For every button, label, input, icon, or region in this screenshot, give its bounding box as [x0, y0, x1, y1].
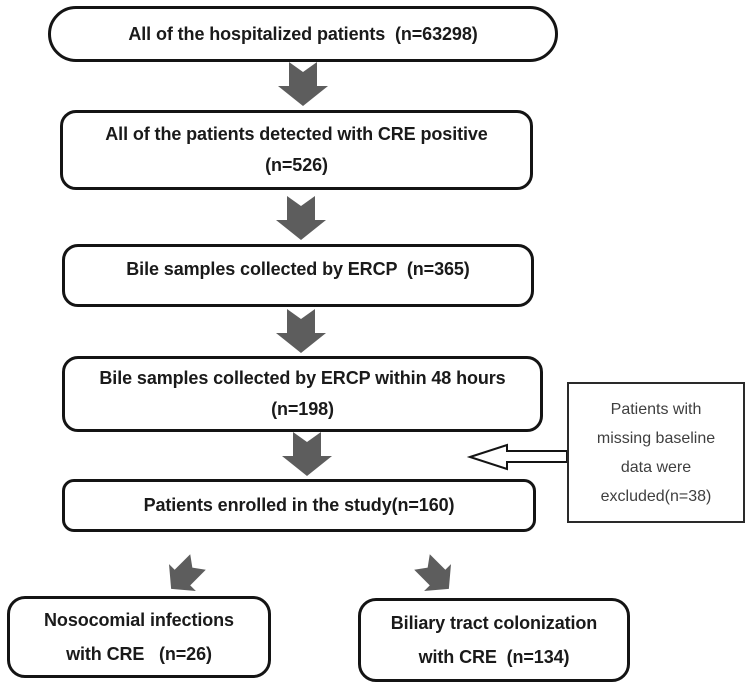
- box-bile-samples-48h-text: Bile samples collected by ERCP within 48…: [99, 368, 506, 388]
- exclusion-note-line4: excluded(n=38): [600, 487, 712, 505]
- box-bile-samples-ercp: Bile samples collected by ERCP (n=365): [62, 244, 534, 307]
- box-nosocomial-infections: Nosocomial infections with CRE (n=26): [7, 596, 271, 678]
- exclusion-arrow: [466, 443, 568, 471]
- box-nosocomial-infections-text: Nosocomial infections: [44, 610, 234, 630]
- down-arrow-1: [278, 62, 328, 106]
- box-hospitalized-text: All of the hospitalized patients (n=6329…: [128, 23, 478, 44]
- box-biliary-colonization: Biliary tract colonization with CRE (n=1…: [358, 598, 630, 682]
- box-cre-positive-patients: All of the patients detected with CRE po…: [60, 110, 533, 190]
- exclusion-note-line3: data were: [620, 458, 692, 476]
- exclusion-note-line1: Patients with: [610, 400, 702, 418]
- down-arrow-4: [282, 432, 332, 476]
- box-cre-positive-text: All of the patients detected with CRE po…: [105, 124, 488, 144]
- box-bile-samples-ercp-text: Bile samples collected by ERCP (n=365): [126, 259, 470, 279]
- exclusion-note-line2: missing baseline: [596, 429, 716, 447]
- box-bile-samples-48h-count: (n=198): [271, 399, 334, 419]
- box-enrolled-patients: Patients enrolled in the study(n=160): [62, 479, 536, 532]
- box-hospitalized-patients: All of the hospitalized patients (n=6329…: [48, 6, 558, 62]
- down-arrow-2: [276, 196, 326, 240]
- diagonal-arrow-left: [169, 554, 206, 591]
- box-biliary-colonization-text: Biliary tract colonization: [390, 613, 598, 633]
- diagonal-arrow-right: [414, 554, 451, 591]
- exclusion-note-box: Patients with missing baseline data were…: [567, 382, 745, 523]
- box-nosocomial-infections-count: with CRE (n=26): [66, 644, 212, 664]
- box-biliary-colonization-count: with CRE (n=134): [418, 647, 570, 667]
- box-enrolled-patients-text: Patients enrolled in the study(n=160): [143, 495, 455, 515]
- box-cre-positive-count: (n=526): [265, 155, 328, 175]
- box-bile-samples-48h: Bile samples collected by ERCP within 48…: [62, 356, 543, 432]
- down-arrow-3: [276, 309, 326, 353]
